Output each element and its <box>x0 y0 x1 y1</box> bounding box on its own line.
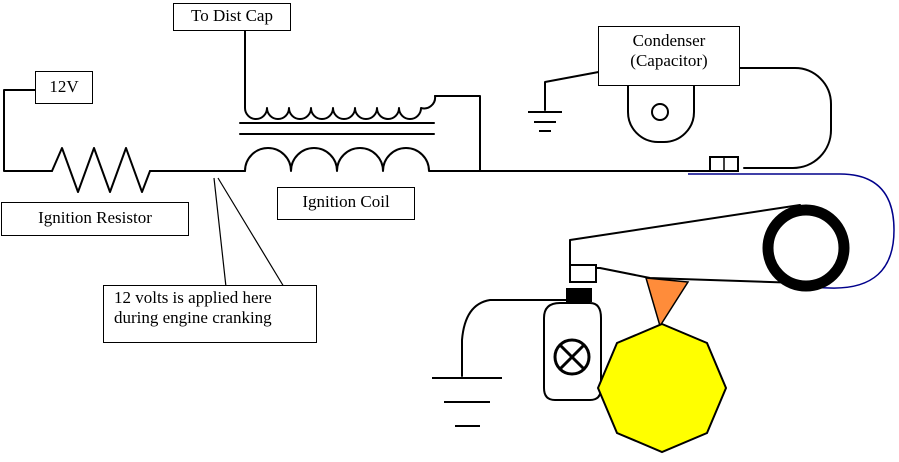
condenser-ground-symbol <box>528 111 562 132</box>
label-ignition-resistor: Ignition Resistor <box>1 202 189 236</box>
wire-12v-feed <box>3 89 53 172</box>
label-12v: 12V <box>35 71 93 104</box>
label-to-dist-cap: To Dist Cap <box>173 3 291 31</box>
rubbing-block <box>644 277 690 328</box>
label-note-line1: 12 volts is applied here <box>114 288 272 307</box>
condenser-body <box>627 85 695 143</box>
points-ground-lead <box>461 299 573 377</box>
condenser-ground-lead <box>544 67 621 111</box>
note-pointer-left <box>213 177 227 288</box>
label-ignition-coil: Ignition Coil <box>277 187 415 220</box>
movable-contact <box>569 264 597 283</box>
condenser-lead <box>739 67 832 169</box>
points-ground-symbol <box>432 377 502 427</box>
fixed-contact-plate <box>543 302 602 401</box>
label-note-line2: during engine cranking <box>114 308 272 327</box>
label-cranking-note: 12 volts is applied here during engine c… <box>103 285 317 343</box>
label-condenser-line2: (Capacitor) <box>630 51 708 70</box>
points-spring <box>688 173 895 289</box>
label-condenser: Condenser (Capacitor) <box>598 26 740 86</box>
fixed-contact-point <box>566 288 592 302</box>
ignition-coil-secondary <box>244 29 437 120</box>
condenser-mount-hole <box>651 103 669 121</box>
ignition-coil-primary <box>244 95 481 172</box>
distributor-cam <box>596 322 728 454</box>
points-pivot <box>762 204 850 292</box>
coil-core <box>239 122 435 135</box>
label-condenser-line1: Condenser <box>632 31 706 50</box>
note-pointer-right <box>217 177 285 288</box>
ignition-resistor-symbol <box>51 147 151 193</box>
